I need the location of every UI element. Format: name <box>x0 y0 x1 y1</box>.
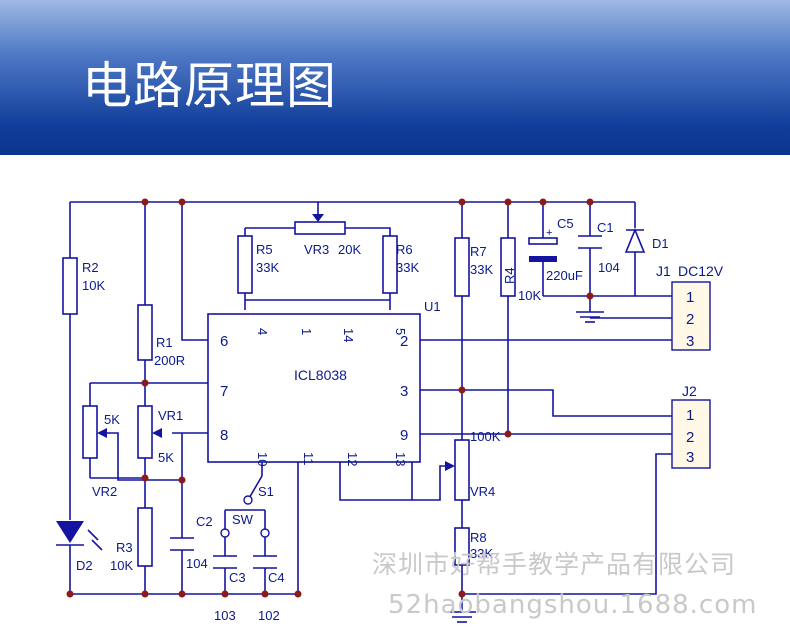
svg-text:33K: 33K <box>470 262 493 277</box>
svg-text:2: 2 <box>686 311 694 328</box>
svg-text:ICL8038: ICL8038 <box>294 367 347 383</box>
svg-text:1: 1 <box>686 407 694 424</box>
watermark-url: 52haobangshou.1688.com <box>388 590 758 620</box>
svg-text:2: 2 <box>400 333 408 350</box>
svg-text:6: 6 <box>220 333 228 350</box>
potentiometer-vr1: VR1 5K <box>137 405 183 465</box>
ground-symbol-top <box>576 311 604 323</box>
svg-text:11: 11 <box>301 452 316 466</box>
svg-text:104: 104 <box>186 556 208 571</box>
svg-text:10: 10 <box>255 452 270 466</box>
svg-text:100K: 100K <box>470 429 501 444</box>
svg-text:5K: 5K <box>158 450 174 465</box>
svg-text:5: 5 <box>393 328 408 335</box>
svg-text:C1: C1 <box>597 220 614 235</box>
svg-text:3: 3 <box>400 383 408 400</box>
resistor-r7: R7 33K <box>454 237 493 297</box>
diode-d1: D1 <box>624 227 669 253</box>
svg-text:8: 8 <box>220 427 228 444</box>
ground-symbol-bottom <box>448 611 476 623</box>
svg-text:R2: R2 <box>82 260 99 275</box>
potentiometer-vr3: VR3 20K <box>294 212 361 257</box>
capacitor-c3: C3 103 <box>213 555 246 623</box>
svg-text:C5: C5 <box>557 216 574 231</box>
watermark-company: 深圳市好帮手教学产品有限公司 <box>372 550 737 579</box>
connector-j1: 1 2 3 J1 DC12V <box>656 263 724 351</box>
resistor-r3: R3 10K <box>110 507 153 573</box>
potentiometer-vr4: 100K VR4 <box>445 429 501 501</box>
resistor-r4: R4 10K <box>500 237 541 303</box>
svg-text:J1: J1 <box>656 263 671 279</box>
ic-icl8038: ICL8038 U1 6 7 8 2 3 9 4 1 14 5 10 11 12… <box>207 299 441 466</box>
svg-text:R5: R5 <box>256 242 273 257</box>
svg-text:9: 9 <box>400 427 408 444</box>
svg-text:+: + <box>546 227 552 239</box>
svg-text:R3: R3 <box>116 540 133 555</box>
svg-text:5K: 5K <box>104 412 120 427</box>
svg-text:33K: 33K <box>396 260 419 275</box>
capacitor-c4: C4 102 <box>253 555 285 623</box>
svg-text:U1: U1 <box>424 299 441 314</box>
svg-text:20K: 20K <box>338 242 361 257</box>
svg-text:SW: SW <box>232 512 254 527</box>
potentiometer-vr2: 5K VR2 <box>82 405 120 499</box>
svg-text:VR4: VR4 <box>470 484 495 499</box>
svg-text:14: 14 <box>341 328 356 342</box>
svg-text:R7: R7 <box>470 244 487 259</box>
svg-text:33K: 33K <box>470 546 493 561</box>
resistor-r1: R1 200R <box>137 304 185 368</box>
capacitor-c1: C1 104 <box>578 220 620 275</box>
page-title: 电路原理图 <box>82 57 337 115</box>
led-d2: D2 <box>56 521 103 573</box>
svg-text:103: 103 <box>214 608 236 623</box>
svg-text:3: 3 <box>686 449 694 466</box>
svg-text:220uF: 220uF <box>546 268 583 283</box>
svg-text:C4: C4 <box>268 570 285 585</box>
svg-text:J2: J2 <box>682 383 697 399</box>
connector-j2: 1 2 3 J2 <box>671 383 711 469</box>
resistor-r5: R5 33K <box>237 235 279 294</box>
resistor-r2: R2 10K <box>62 257 105 315</box>
svg-text:VR2: VR2 <box>92 484 117 499</box>
resistor-r8: R8 33K <box>454 527 493 566</box>
svg-text:D1: D1 <box>652 236 669 251</box>
junctions <box>66 198 594 598</box>
svg-text:R4: R4 <box>502 267 517 284</box>
svg-text:104: 104 <box>598 260 620 275</box>
svg-text:R1: R1 <box>156 335 173 350</box>
capacitor-c5: + C5 220uF <box>528 216 583 283</box>
svg-text:102: 102 <box>258 608 280 623</box>
svg-text:10K: 10K <box>82 278 105 293</box>
svg-text:10K: 10K <box>518 288 541 303</box>
title-banner: 电路原理图 <box>0 0 790 155</box>
svg-text:200R: 200R <box>154 353 185 368</box>
capacitor-c2: C2 104 <box>170 514 213 571</box>
svg-text:1: 1 <box>686 289 694 306</box>
svg-text:R8: R8 <box>470 530 487 545</box>
svg-text:13: 13 <box>393 452 408 466</box>
svg-text:S1: S1 <box>258 484 274 499</box>
svg-text:33K: 33K <box>256 260 279 275</box>
svg-text:3: 3 <box>686 333 694 350</box>
svg-text:D2: D2 <box>76 558 93 573</box>
wires <box>69 201 672 612</box>
svg-text:7: 7 <box>220 383 228 400</box>
svg-text:VR1: VR1 <box>158 408 183 423</box>
circuit-schematic: R2 10K R1 200R R3 10K R5 33K R6 33K R7 3… <box>56 198 724 623</box>
svg-text:DC12V: DC12V <box>678 263 724 279</box>
svg-text:4: 4 <box>255 328 270 335</box>
svg-text:1: 1 <box>299 328 314 335</box>
svg-text:10K: 10K <box>110 558 133 573</box>
svg-text:R6: R6 <box>396 242 413 257</box>
svg-text:C2: C2 <box>196 514 213 529</box>
svg-text:C3: C3 <box>229 570 246 585</box>
svg-text:2: 2 <box>686 429 694 446</box>
svg-text:VR3: VR3 <box>304 242 329 257</box>
svg-text:12: 12 <box>345 452 360 466</box>
switch-s1: S1 SW <box>220 484 274 538</box>
resistor-r6: R6 33K <box>382 235 419 294</box>
